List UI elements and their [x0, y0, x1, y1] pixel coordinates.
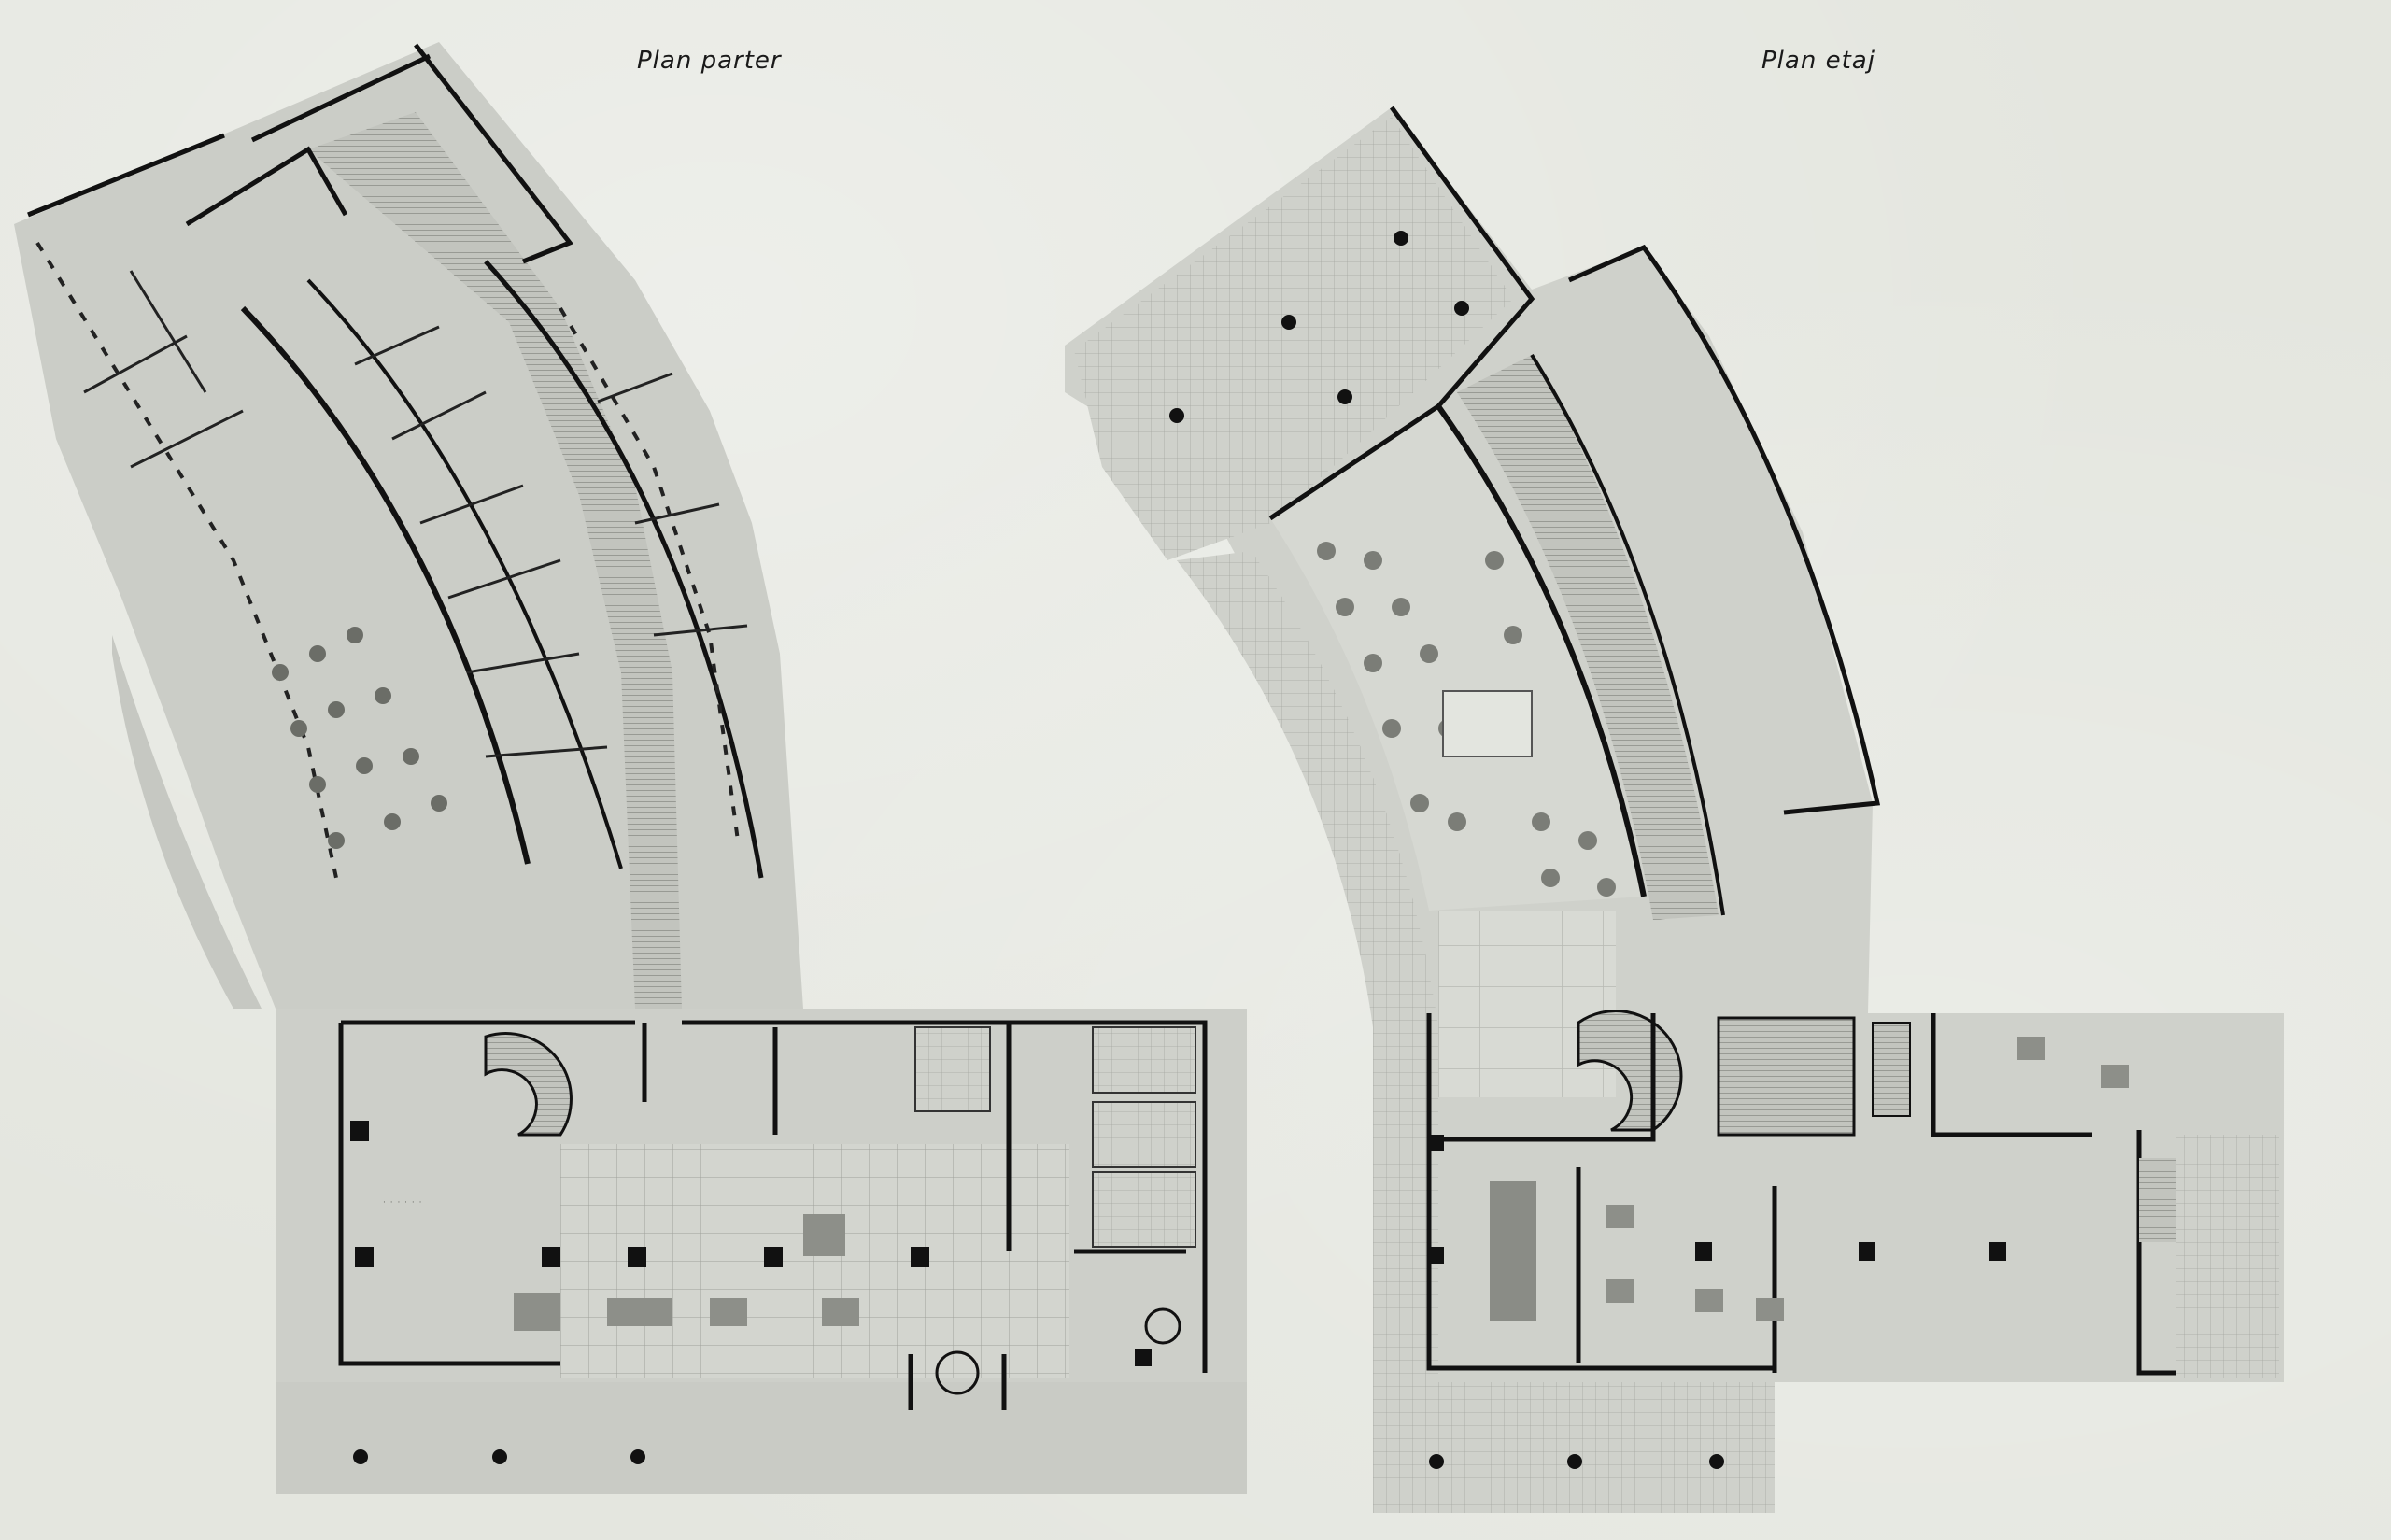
upper-columns	[1429, 1135, 2006, 1469]
upper-small-stair	[1872, 1022, 1911, 1117]
upper-right-stair-tiles	[2176, 1135, 2279, 1378]
ground-office-rooms	[914, 1026, 1196, 1248]
ground-floor-plan: · · · · · ·	[14, 42, 1247, 1494]
upper-terrace-columns	[1169, 231, 1469, 423]
ground-floor-plan-title: Plan parter	[637, 47, 782, 75]
ground-spiral-staircase	[484, 1032, 573, 1137]
upper-floor-plan	[1065, 106, 2284, 1513]
upper-corridor-wall	[1530, 353, 1725, 916]
upper-dining-tables	[1317, 542, 1616, 897]
ground-corner-door	[1144, 1307, 1181, 1345]
upper-paved-landing	[1438, 911, 1616, 1097]
ground-entrance-terrace	[276, 1382, 1247, 1494]
ground-lower-walls	[338, 1020, 1208, 1410]
upper-terrace-grid	[1074, 117, 1513, 560]
ground-curved-corridor	[308, 112, 682, 1009]
upper-right-staircase	[2139, 1158, 2176, 1242]
ground-curved-wing	[14, 42, 803, 1009]
ground-room-partitions	[83, 270, 748, 758]
upper-restaurant	[1270, 406, 1644, 911]
ground-inner-curved-wall-2	[306, 278, 623, 869]
ground-entrance-door	[935, 1350, 980, 1395]
ground-outer-curved-wall	[484, 260, 764, 879]
ground-top-block-walls	[27, 43, 574, 264]
upper-floor-plan-title: Plan etaj	[1761, 47, 1875, 75]
upper-terrace-edge	[1268, 106, 1535, 521]
upper-restaurant-bar	[1442, 690, 1533, 757]
ground-inner-curved-wall	[240, 305, 531, 865]
ground-exterior-colonnade	[35, 241, 338, 879]
ground-columns	[350, 1121, 1152, 1464]
upper-outer-curved-wall	[1567, 244, 1881, 815]
upper-curved-corridor	[1457, 355, 1719, 920]
ground-room-label: · · · · · ·	[383, 1198, 422, 1208]
ground-cafe-tables	[272, 627, 447, 849]
upper-salon-furniture	[1606, 1037, 2129, 1321]
upper-spiral-staircase	[1577, 1009, 1683, 1132]
upper-paved-walkway	[1177, 551, 1775, 1513]
upper-banquet-table	[1490, 1181, 1536, 1321]
ground-lobby-furniture	[514, 1214, 859, 1331]
upper-service-core	[1717, 1016, 1856, 1137]
upper-inner-curved-wall	[1436, 404, 1647, 897]
ground-right-colonnade	[559, 306, 740, 841]
